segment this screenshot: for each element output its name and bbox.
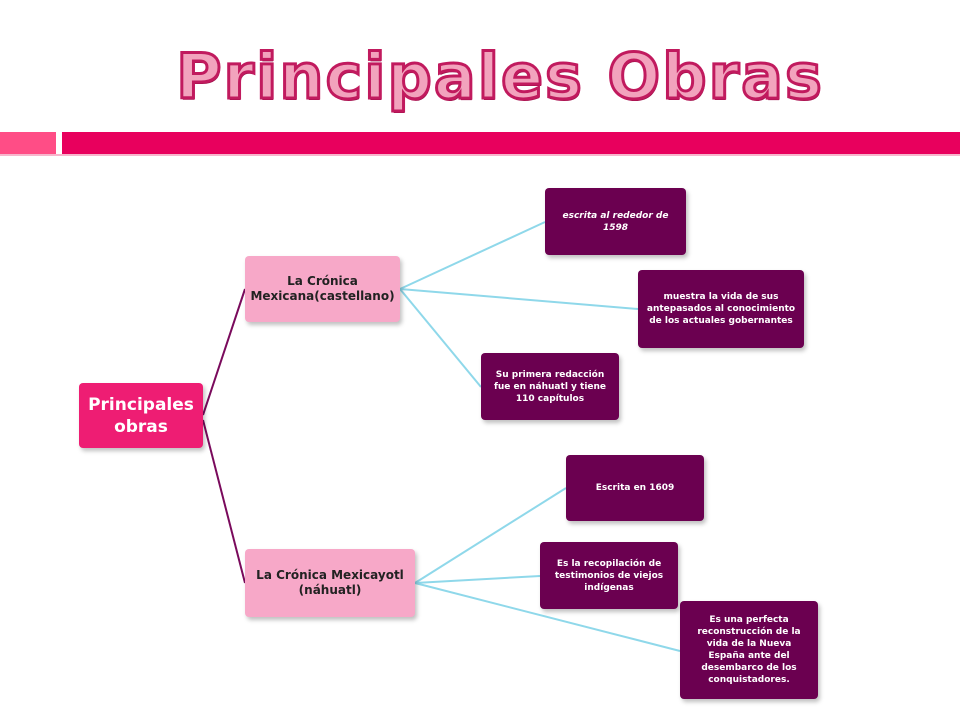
accent-bar-underline [0,154,960,156]
connector-branch-2-leaf-1 [414,487,567,584]
leaf-node-reconstruccion: Es una perfecta reconstrucción de la vid… [680,601,818,699]
accent-bar-small [0,132,56,156]
slide-title: Principales Obras [175,39,824,115]
connector-branch-1-leaf-2 [399,288,639,310]
connector-root-to-branch-1 [202,288,246,416]
root-node: Principales obras [79,383,203,448]
connector-root-to-branch-2 [202,419,246,584]
branch-node-cronica-mexicana: La Crónica Mexicana(castellano) [245,256,400,322]
leaf-node-primera-redaccion: Su primera redacción fue en náhuatl y ti… [481,353,619,420]
leaf-node-recopilacion: Es la recopilación de testimonios de vie… [540,542,678,609]
connector-branch-1-leaf-1 [399,221,546,290]
accent-bar-large [62,132,960,156]
connector-branch-2-leaf-3 [414,582,681,652]
connector-branch-1-leaf-3 [399,288,482,388]
leaf-node-escrita-1609: Escrita en 1609 [566,455,704,521]
leaf-node-antepasados: muestra la vida de sus antepasados al co… [638,270,804,348]
leaf-node-escrita-1598: escrita al rededor de 1598 [545,188,686,255]
connector-branch-2-leaf-2 [414,575,541,584]
branch-node-cronica-mexicayotl: La Crónica Mexicayotl (náhuatl) [245,549,415,617]
